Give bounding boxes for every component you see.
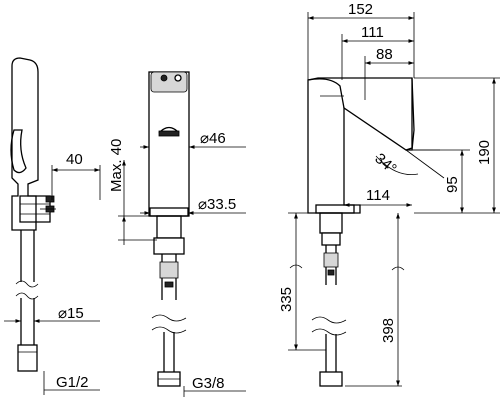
body-diameter-label: ⌀46 [200, 130, 226, 147]
width-mid-label: 111 [361, 24, 384, 41]
max-height-label: Max. 40 [108, 139, 125, 192]
spout-reach-label: 114 [366, 187, 390, 204]
angle-label: 34° [371, 150, 399, 178]
handle-reach-label: 40 [66, 151, 83, 168]
height-total-label: 190 [476, 140, 493, 165]
base-diameter-label: ⌀33.5 [198, 196, 236, 213]
middle-view-dimensions: Max. 40 ⌀46 ⌀33.5 G3/8 [108, 130, 246, 397]
tail-thread-label: G3/8 [192, 375, 225, 392]
hose-thread-label: G1/2 [56, 374, 89, 391]
hose-diameter-label: ⌀15 [58, 305, 84, 322]
width-total-label: 152 [348, 1, 373, 18]
width-inner-label: 88 [376, 46, 393, 63]
left-view-hose [10, 57, 56, 372]
spout-height-label: 95 [444, 176, 461, 193]
left-view-dimensions: 40 ⌀15 G1/2 [4, 151, 101, 395]
overall-length-label: 398 [380, 318, 397, 343]
middle-view-front [148, 71, 190, 387]
hose-length-label: 335 [278, 287, 295, 312]
right-view-dimensions: 152 111 88 190 95 34° 114 335 [278, 1, 500, 387]
